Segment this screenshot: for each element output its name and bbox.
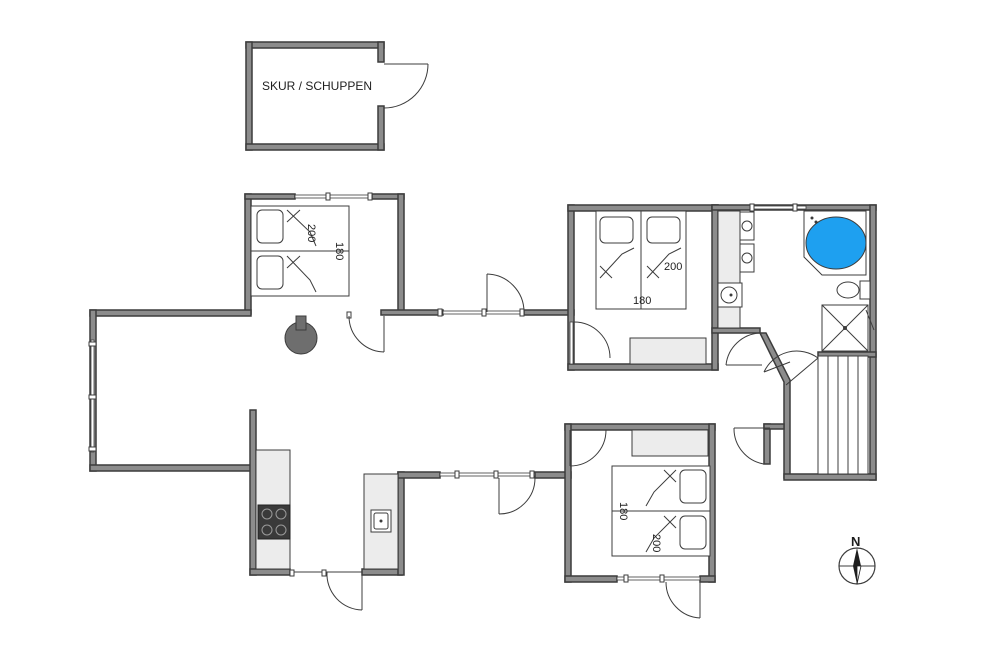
north-compass: N [838,534,876,585]
living-window-south [439,470,536,479]
fireplace [284,315,318,355]
washbasin [717,282,743,308]
stairs [817,355,869,475]
kitchen-counter-east [363,473,399,570]
door-bedroom-bottom [498,477,536,515]
door-bathroom [725,332,762,366]
door-bedroom-top-left [346,311,385,353]
window [616,574,701,583]
kitchen-counter-west [255,449,291,570]
door-hall [763,350,819,386]
bed-length-label: 200 [305,224,317,242]
door-hall-bedroom [733,427,770,465]
bed-width-label: 180 [617,502,629,520]
window [749,203,807,212]
door-bedroom-bottom-exterior [665,581,701,619]
kitchen-sink [370,509,392,533]
corner-bathtub [803,210,867,276]
shed-door [383,63,429,109]
bedroom-top-right: 200 180 [567,204,719,371]
living-area-walls [89,309,575,576]
door-bedroom-bottom-entry [569,429,607,467]
bed-length-label: 200 [650,534,662,552]
double-bed: 180 200 [611,465,711,557]
bedroom-bottom: 180 200 [564,423,716,619]
shed-label: SKUR / SCHUPPEN [262,79,372,93]
door-entrance-north [486,273,525,313]
washing-machine [739,211,755,273]
double-bed: 200 180 [250,205,350,297]
bed-length-label: 200 [664,261,682,273]
bathroom [711,203,877,481]
double-bed: 200 180 [595,210,687,310]
living-window-west [88,339,97,453]
shower [821,304,875,352]
door-bedroom-top-right [573,321,611,359]
bed-width-label: 180 [633,295,651,307]
toilet [836,280,871,300]
stove [257,504,291,540]
bedroom-top-left: 200 180 [244,192,405,315]
compass-north-label: N [851,534,860,549]
shed: SKUR / SCHUPPEN [245,41,429,151]
door-kitchen-south [289,569,363,611]
bed-width-label: 180 [333,242,345,260]
living-window-north [437,308,525,317]
window [294,192,373,201]
hall [733,332,877,481]
